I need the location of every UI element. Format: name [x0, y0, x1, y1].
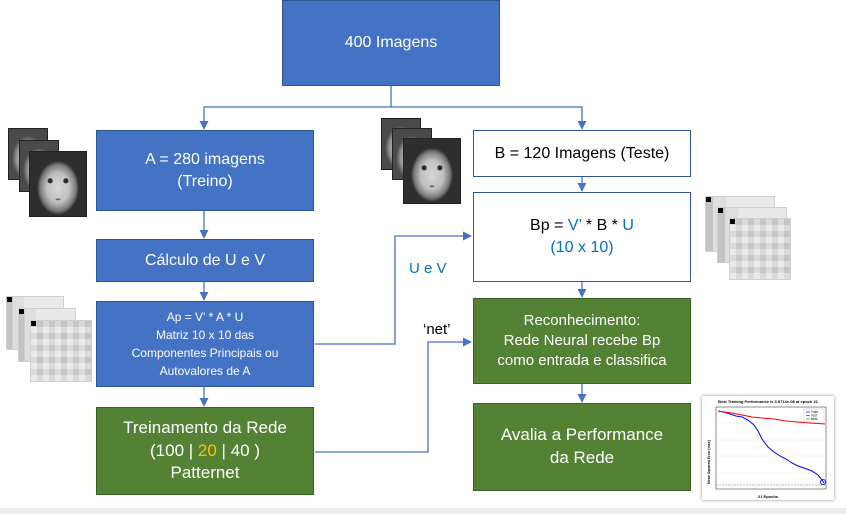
train-set-title: A = 280 imagens: [145, 150, 265, 168]
training-network-type: Patternet: [170, 463, 240, 483]
train-curve: [717, 410, 825, 484]
train-set-subtitle: (Treino): [177, 172, 233, 190]
test-set-box: B = 120 Imagens (Teste): [473, 130, 691, 177]
evaluate-title-1: Avalia a Performance: [500, 425, 664, 445]
recognition-desc-2: como entrada e classifica: [497, 352, 667, 370]
net-connector-label: ‘net’: [423, 321, 451, 338]
bp-formula: Bp = V’ * B * U: [530, 215, 634, 237]
performance-plot-ylabel: Mean Squared Error (mse): [707, 440, 711, 484]
matrix-image: [729, 218, 791, 280]
performance-plot-xlabel: 21 Epochs: [757, 494, 778, 499]
training-title: Treinamento da Rede: [123, 417, 287, 437]
train-set-box: A = 280 imagens (Treino): [96, 130, 314, 211]
evaluate-box: Avalia a Performance da Rede: [473, 403, 691, 491]
training-config-post: | 40 ): [216, 440, 260, 460]
recognition-desc-1: Rede Neural recebe Bp: [503, 331, 661, 349]
training-box: Treinamento da Rede (100 | 20 | 40 ) Pat…: [96, 407, 314, 495]
evaluate-title-2: da Rede: [549, 448, 615, 467]
performance-plot-canvas: Mean Squared Error (mse) Train Test Best: [707, 406, 827, 490]
bp-box: Bp = V’ * B * U (10 x 10): [473, 192, 691, 282]
ap-desc-1: Matriz 10 x 10 das: [155, 328, 255, 342]
ap-formula: Ap = V’ * A * U: [166, 310, 244, 324]
bottom-strip: [0, 508, 846, 514]
recognition-title: Reconhecimento:: [523, 311, 641, 329]
bp-v-term: V’: [567, 217, 582, 235]
total-images-box: 400 Imagens: [282, 0, 500, 86]
ap-box: Ap = V’ * A * U Matriz 10 x 10 das Compo…: [96, 301, 314, 387]
bp-prefix: Bp =: [530, 217, 568, 235]
performance-plot-title: Best Training Performance is 3.9714e-08 …: [718, 399, 818, 404]
training-config-highlight: 20: [197, 440, 217, 460]
training-config: (100 | 20 | 40 ): [150, 440, 260, 463]
arrow-top-split: [199, 86, 392, 130]
arrow-top-to-b: [391, 106, 587, 130]
best-marker: [820, 479, 827, 486]
face-image: [403, 138, 461, 204]
uv-calc-box: Cálculo de U e V: [96, 239, 314, 282]
matrix-image: [30, 320, 92, 382]
uv-calc-label: Cálculo de U e V: [144, 251, 266, 269]
test-curve: [717, 410, 826, 425]
performance-plot-legend: Train Test Best: [803, 408, 825, 423]
performance-plot: Best Training Performance is 3.9714e-08 …: [702, 396, 834, 500]
legend-train: Train: [811, 410, 818, 414]
legend-best: Best: [811, 417, 817, 421]
ap-desc-2: Componentes Principais ou: [131, 346, 279, 360]
arrow-ap-to-bp: [315, 231, 472, 345]
bp-size: (10 x 10): [550, 239, 614, 256]
face-image: [29, 151, 87, 217]
test-set-label: B = 120 Imagens (Teste): [494, 144, 670, 162]
bp-u-term: U: [622, 217, 634, 235]
training-config-pre: (100 |: [150, 440, 198, 460]
bp-mid: * B *: [581, 217, 623, 235]
uv-connector-label: U e V: [409, 260, 447, 277]
legend-test: Test: [811, 414, 817, 418]
recognition-box: Reconhecimento: Rede Neural recebe Bp co…: [473, 298, 691, 384]
arrow-train-to-recon: [315, 337, 472, 453]
ap-desc-3: Autovalores de A: [159, 364, 251, 378]
total-images-label: 400 Imagens: [344, 34, 438, 52]
